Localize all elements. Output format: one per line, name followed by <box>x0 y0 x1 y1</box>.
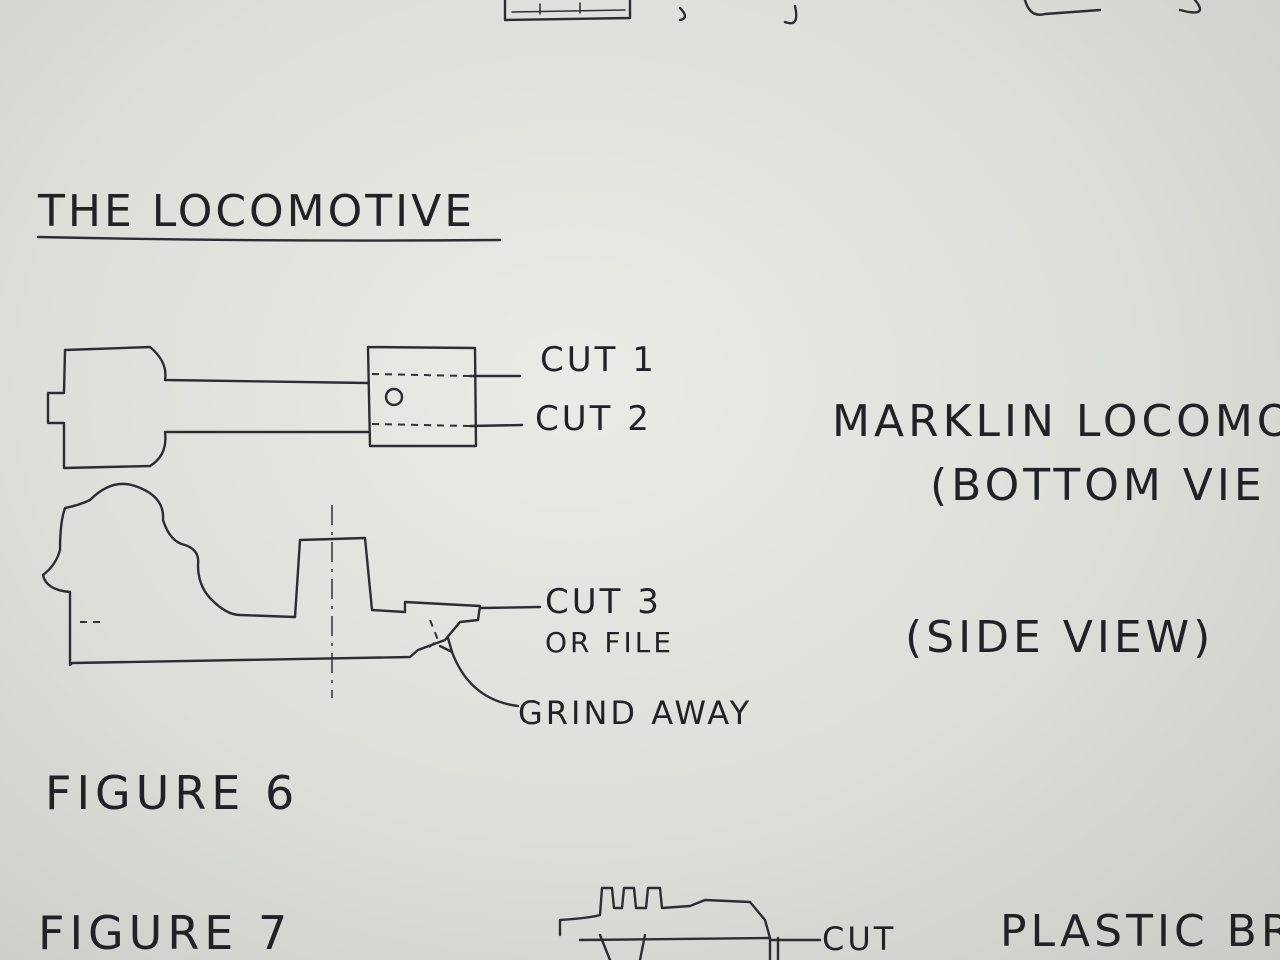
figure7-partial-drawing <box>558 886 822 960</box>
cut1-label: CUT 1 <box>540 340 657 380</box>
cut3-label: CUT 3 <box>545 582 662 622</box>
marklin-locomotive-label: MARKLIN LOCOMO <box>832 396 1280 447</box>
or-file-label: OR FILE <box>545 626 675 659</box>
figure6-caption: FIGURE 6 <box>45 766 300 820</box>
bottom-view-drawing <box>46 345 524 470</box>
bottom-view-label: (BOTTOM VIE <box>930 460 1266 511</box>
figure7-cut-label: CUT <box>822 920 897 958</box>
side-view-drawing <box>41 482 542 708</box>
heading-underline <box>36 235 502 242</box>
top-partial-sketch <box>503 0 1202 25</box>
page-heading: THE LOCOMOTIVE <box>38 186 476 237</box>
grind-away-label: GRIND AWAY <box>518 694 753 732</box>
side-view-label: (SIDE VIEW) <box>905 612 1215 663</box>
plastic-label: PLASTIC BR <box>1000 906 1280 957</box>
cut2-label: CUT 2 <box>535 399 652 439</box>
figure7-caption: FIGURE 7 <box>38 906 293 960</box>
